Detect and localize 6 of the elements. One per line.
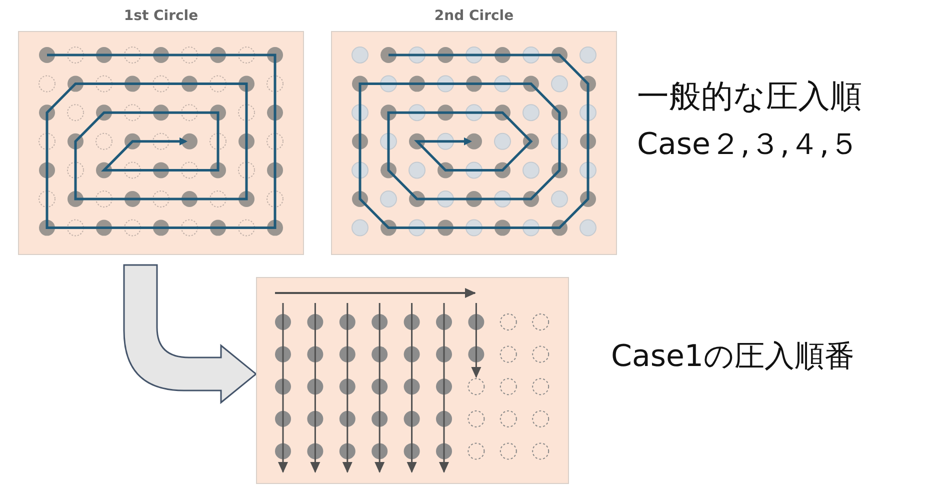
annotation-text: Case1の圧入順番 (611, 338, 855, 376)
annotation-text: 一般的な圧入順 (637, 76, 862, 117)
block-arrow (123, 264, 257, 404)
annotation-text: Case２,３,４,５ (637, 126, 860, 164)
panel-heading: 1st Circle (122, 8, 200, 24)
panel-heading: 2nd Circle (433, 8, 515, 24)
